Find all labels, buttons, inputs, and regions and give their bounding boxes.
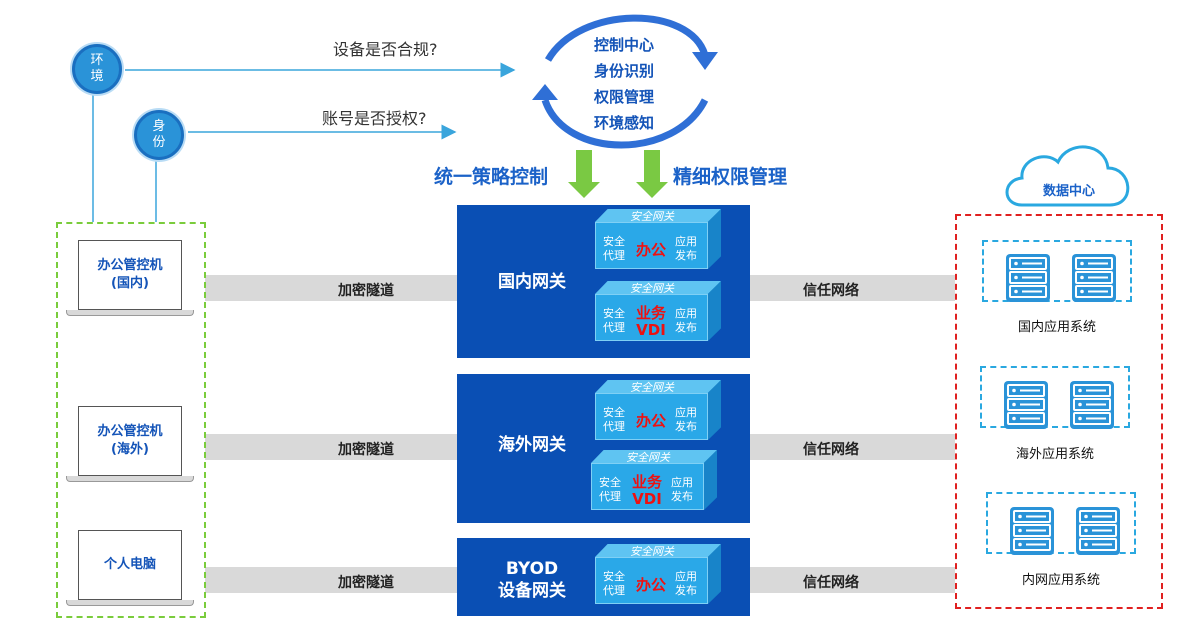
system-domestic-label: 国内应用系统: [1017, 320, 1096, 335]
datacenter-title: 数据中心: [1043, 184, 1096, 199]
env-bubble-text: 环 境: [90, 53, 104, 84]
gateway-module: 安全网关 安全 代理 业务 VDI 应用 发布: [595, 281, 721, 341]
auth-question: 账号是否授权?: [322, 109, 427, 128]
cycle-arrowhead-left: [532, 84, 558, 100]
server-icon: [1071, 253, 1117, 303]
gateway-module: 安全网关 安全 代理 办公 应用 发布: [595, 209, 721, 269]
gateway-module: 安全网关 安全 代理 业务 VDI 应用 发布: [591, 450, 717, 510]
tunnel-label-2: 加密隧道: [338, 442, 394, 458]
trust-band-3: [750, 567, 955, 593]
trust-band-2: [750, 434, 955, 460]
server-icon: [1005, 253, 1051, 303]
server-icon: [1075, 506, 1121, 556]
server-icon: [1069, 380, 1115, 430]
laptop-domestic[interactable]: 办公管控机 (国内): [78, 240, 182, 310]
laptop-overseas-base: [66, 476, 194, 482]
terminal-group: [56, 222, 206, 618]
gateway-byod-name: BYOD 设备网关: [498, 559, 566, 601]
gateway-domestic[interactable]: 国内网关 安全网关 安全 代理 办公 应用 发布 安全网关 安全 代理 业务 V…: [457, 205, 750, 358]
laptop-domestic-base: [66, 310, 194, 316]
policy-label-right: 精细权限管理: [673, 166, 788, 188]
tunnel-label-1: 加密隧道: [338, 283, 394, 299]
gateway-domestic-name: 国内网关: [498, 272, 566, 292]
gateway-module-title: 安全网关: [630, 381, 674, 394]
cycle-item-control-center: 控制中心: [593, 36, 654, 54]
trust-label-3: 信任网络: [803, 575, 859, 591]
control-cycle: 控制中心 身份识别 权限管理 环境感知: [572, 32, 676, 142]
cycle-arc-top: [544, 14, 709, 62]
gateway-module-right: 应用 发布: [675, 406, 697, 433]
gateway-module-mid: 业务 VDI: [631, 473, 662, 508]
gateway-module-mid: 办公: [635, 576, 666, 594]
system-overseas-box[interactable]: [980, 366, 1130, 428]
tunnel-band-3: [205, 567, 457, 593]
env-bubble: 环 境: [72, 44, 122, 94]
laptop-domestic-label: 办公管控机 (国内): [97, 258, 163, 291]
gateway-module-right: 应用 发布: [675, 307, 697, 334]
laptop-personal-label: 个人电脑: [103, 557, 156, 572]
identity-bubble: 身 份: [134, 110, 184, 160]
gateway-byod[interactable]: BYOD 设备网关 安全网关 安全 代理 办公 应用 发布: [457, 538, 750, 616]
trust-band-1: [750, 275, 955, 301]
cycle-item-identity: 身份识别: [593, 62, 654, 80]
gateway-module-left: 安全 代理: [603, 307, 625, 334]
gateway-module-right: 应用 发布: [675, 570, 697, 597]
gateway-module: 安全网关 安全 代理 办公 应用 发布: [595, 544, 721, 604]
gateway-module-title: 安全网关: [626, 451, 670, 464]
cycle-arrowhead-right: [692, 52, 718, 70]
cycle-item-permission: 权限管理: [593, 88, 654, 106]
cloud-shape: [1005, 145, 1130, 207]
cycle-item-environment: 环境感知: [593, 114, 654, 132]
laptop-overseas[interactable]: 办公管控机 (海外): [78, 406, 182, 476]
gateway-module-left: 安全 代理: [603, 235, 625, 262]
gateway-module-left: 安全 代理: [603, 406, 625, 433]
gateway-overseas[interactable]: 海外网关 安全网关 安全 代理 办公 应用 发布 安全网关 安全 代理 业务 V…: [457, 374, 750, 523]
trust-label-1: 信任网络: [803, 283, 859, 299]
tunnel-band-2: [205, 434, 457, 460]
compliance-question: 设备是否合规?: [333, 40, 438, 59]
system-domestic-box[interactable]: [982, 240, 1132, 302]
gateway-module-mid: 业务 VDI: [635, 304, 666, 339]
tunnel-band-1: [205, 275, 457, 301]
gateway-module-mid: 办公: [635, 412, 666, 430]
system-overseas-label: 海外应用系统: [1015, 447, 1094, 462]
laptop-personal[interactable]: 个人电脑: [78, 530, 182, 600]
gateway-module-title: 安全网关: [630, 210, 674, 223]
gateway-module: 安全网关 安全 代理 办公 应用 发布: [595, 380, 721, 440]
trust-label-2: 信任网络: [803, 442, 859, 458]
gateway-module-mid: 办公: [635, 241, 666, 259]
policy-arrow-left: [568, 150, 600, 198]
gateway-overseas-name: 海外网关: [498, 435, 566, 455]
system-intranet-label: 内网应用系统: [1021, 573, 1100, 588]
gateway-module-right: 应用 发布: [671, 476, 693, 503]
server-icon: [1003, 380, 1049, 430]
laptop-overseas-label: 办公管控机 (海外): [97, 424, 163, 457]
gateway-module-right: 应用 发布: [675, 235, 697, 262]
laptop-personal-base: [66, 600, 194, 606]
gateway-module-left: 安全 代理: [599, 476, 621, 503]
server-icon: [1009, 506, 1055, 556]
policy-arrow-right: [636, 150, 668, 198]
tunnel-label-3: 加密隧道: [338, 575, 394, 591]
gateway-module-title: 安全网关: [630, 545, 674, 558]
gateway-module-title: 安全网关: [630, 282, 674, 295]
identity-bubble-text: 身 份: [152, 119, 166, 150]
system-intranet-box[interactable]: [986, 492, 1136, 554]
gateway-module-left: 安全 代理: [603, 570, 625, 597]
cycle-arc-bottom: [541, 98, 709, 149]
policy-label-left: 统一策略控制: [434, 166, 549, 188]
datacenter-group: [955, 214, 1163, 609]
